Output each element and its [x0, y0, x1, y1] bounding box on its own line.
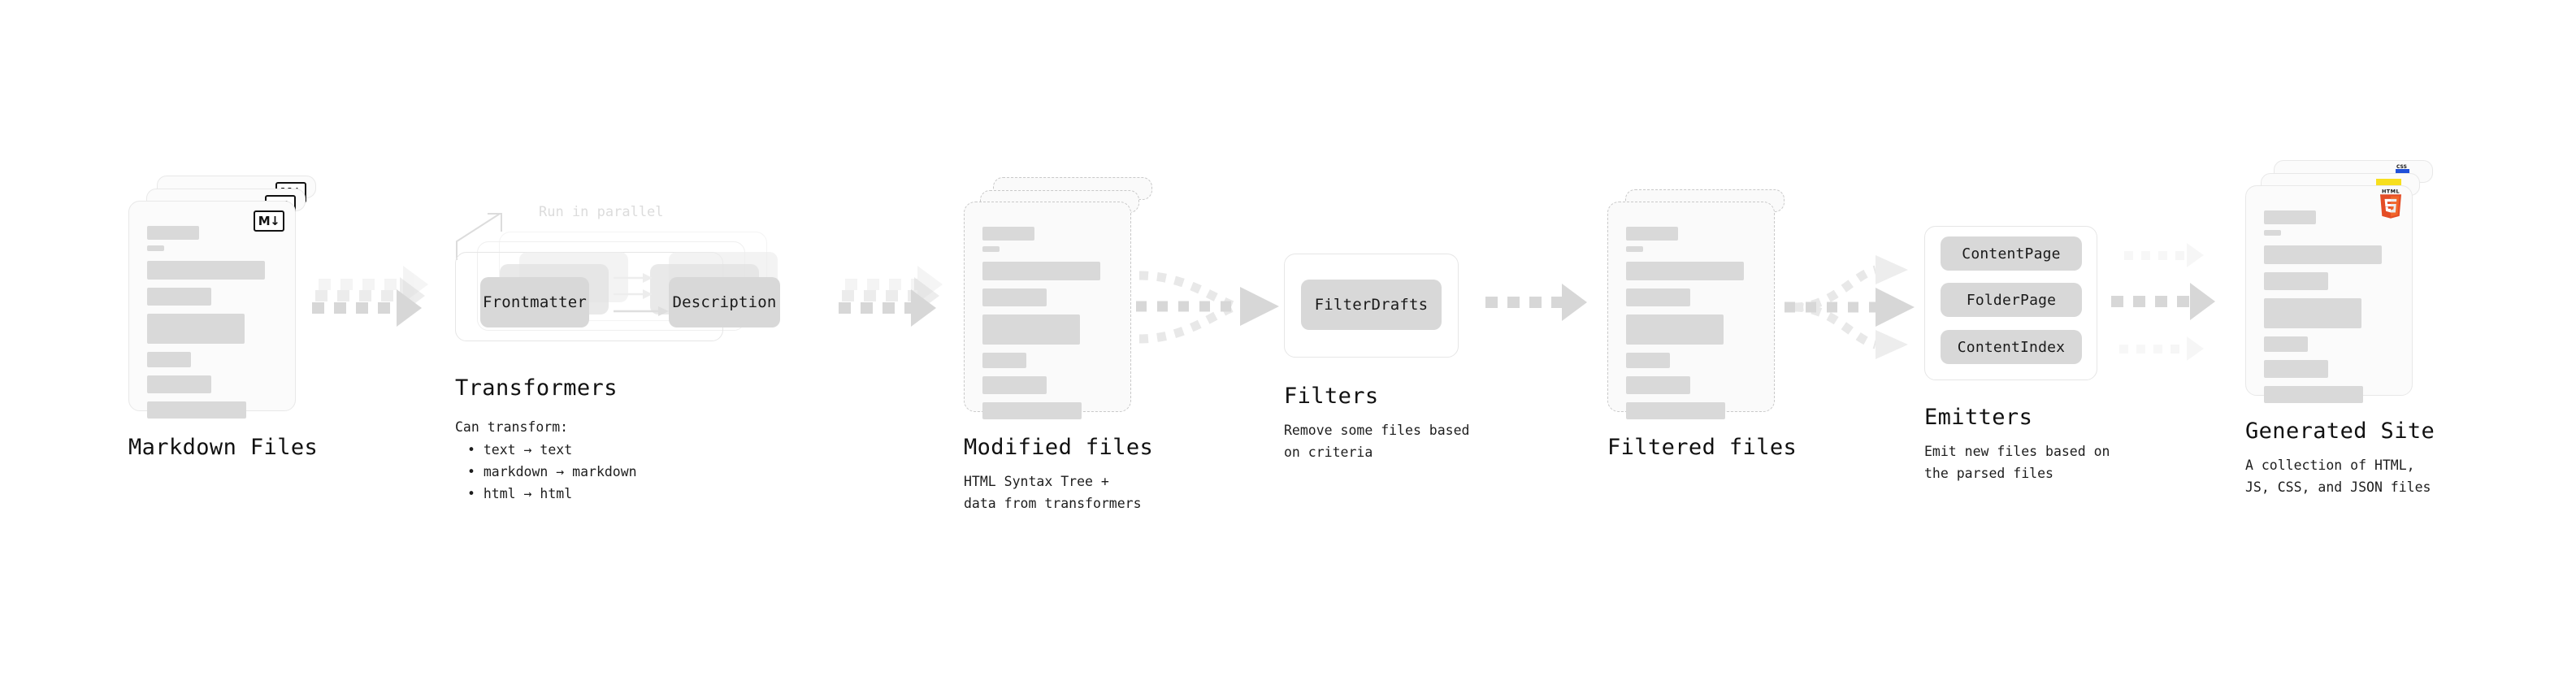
- transform-bullet-0: • text → text: [467, 442, 573, 458]
- modified-file-card-front: [964, 202, 1131, 419]
- chip-label: Description: [672, 293, 777, 311]
- emitter-chip-contentindex[interactable]: ContentIndex: [1941, 330, 2082, 364]
- stage-heading-filters: Filters: [1284, 384, 1379, 409]
- svg-text:HTML: HTML: [2382, 189, 2400, 195]
- stage-heading-transformers: Transformers: [455, 375, 618, 401]
- chip-label: FilterDrafts: [1314, 296, 1429, 314]
- filtered-file-card-front: [1607, 202, 1775, 419]
- filters-group: [1284, 254, 1459, 358]
- run-in-parallel-bracket: [456, 213, 502, 260]
- generated-file-card-html: HTML: [2245, 185, 2413, 403]
- run-in-parallel-label: Run in parallel: [539, 204, 664, 220]
- chip-label: Frontmatter: [482, 293, 588, 311]
- split-dotted-arrow: [1785, 255, 1915, 359]
- transformer-inner-arrows: [614, 273, 669, 316]
- markdown-file-card-front: M↓: [128, 201, 296, 419]
- stage-heading-modified-files: Modified files: [964, 435, 1154, 460]
- stage-heading-markdown-files: Markdown Files: [128, 435, 319, 460]
- markdown-icon: M↓: [254, 210, 284, 232]
- stage-heading-filtered-files: Filtered files: [1607, 435, 1798, 460]
- emitter-chip-contentpage[interactable]: ContentPage: [1941, 236, 2082, 271]
- transformer-chip-frontmatter[interactable]: Frontmatter: [480, 277, 589, 327]
- stage-heading-emitters: Emitters: [1924, 405, 2033, 430]
- merge-dotted-arrow: [1136, 271, 1279, 344]
- stage-description-emitters: Emit new files based on the parsed files: [1924, 444, 2110, 481]
- placeholder-lines: [1626, 227, 1759, 419]
- emitter-chip-folderpage[interactable]: FolderPage: [1941, 283, 2082, 317]
- stage-heading-generated-site: Generated Site: [2245, 419, 2435, 444]
- chip-label: FolderPage: [1966, 291, 2057, 309]
- placeholder-lines: [982, 227, 1116, 419]
- transformer-chip-description[interactable]: Description: [669, 277, 780, 327]
- stage-description-generated-site: A collection of HTML, JS, CSS, and JSON …: [2245, 458, 2431, 495]
- html5-icon: HTML: [2379, 189, 2402, 219]
- stage-description-modified-files: HTML Syntax Tree + data from transformer…: [964, 474, 1142, 511]
- transform-bullet-2: • html → html: [467, 486, 573, 501]
- emitters-group: [1924, 226, 2097, 380]
- placeholder-lines: [2264, 210, 2397, 403]
- css-icon: CSS: [2396, 164, 2409, 176]
- stage-description-transformers: Can transform:: [455, 419, 569, 435]
- chip-label: ContentIndex: [1957, 338, 2066, 356]
- placeholder-lines: [147, 226, 280, 419]
- transform-bullet-1: • markdown → markdown: [467, 464, 637, 479]
- chip-label: ContentPage: [1962, 245, 2061, 262]
- filter-chip-filterdrafts[interactable]: FilterDrafts: [1301, 280, 1442, 330]
- stage-description-filters: Remove some files based on criteria: [1284, 423, 1470, 460]
